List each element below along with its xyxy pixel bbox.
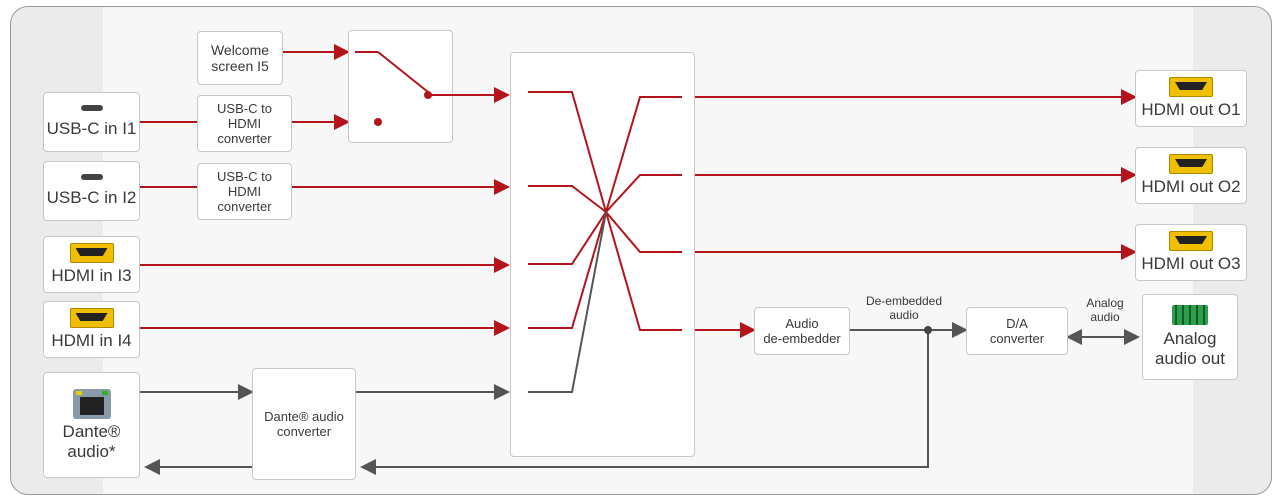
usbc-port-icon [80,105,103,111]
hdmi-in-4: HDMI in I4 [43,301,140,358]
hdmi-out-2-label: HDMI out O2 [1141,177,1241,196]
hdmi-port-icon [1169,154,1213,174]
analog-audio-label: Analog audio [1086,296,1124,324]
usbc-port-icon [80,174,103,180]
wire-return-conv [360,330,929,475]
hdmi-out-1-label: HDMI out O1 [1141,100,1241,119]
audio-split-node [924,326,932,334]
crosspoint-matrix [510,52,695,457]
hdmi-in-4-label: HDMI in I4 [51,331,132,350]
hdmi-port-icon [69,308,114,328]
audio-deembedder-block: Audio de-embedder [754,307,850,355]
usbc-in-2-label: USB-C in I2 [46,188,137,207]
welcome-screen-label: Welcome screen I5 [210,42,270,74]
usbc-converter-1: USB-C to HDMI converter [197,95,292,152]
analog-audio-out: Analog audio out [1142,294,1238,380]
ethernet-port-icon [72,388,111,419]
hdmi-port-icon [69,243,114,263]
dante-converter-block: Dante® audio converter [252,368,356,480]
hdmi-out-2: HDMI out O2 [1135,147,1247,204]
dante-converter-label: Dante® audio converter [264,409,344,439]
da-converter-block: D/A converter [966,307,1068,355]
hdmi-port-icon [1169,77,1213,97]
usbc-in-2: USB-C in I2 [43,161,140,221]
hdmi-port-icon [1169,231,1213,251]
dante-audio-in: Dante® audio* [43,372,140,478]
hdmi-in-3: HDMI in I3 [43,236,140,293]
input-switch-block [348,30,453,143]
usbc-converter-2-label: USB-C to HDMI converter [217,169,272,214]
usbc-in-1: USB-C in I1 [43,92,140,152]
hdmi-out-1: HDMI out O1 [1135,70,1247,127]
hdmi-out-3: HDMI out O3 [1135,224,1247,281]
dante-audio-label: Dante® audio* [62,421,121,461]
usbc-converter-2: USB-C to HDMI converter [197,163,292,220]
audio-deembedder-label: Audio de-embedder [763,316,841,346]
da-converter-label: D/A converter [989,316,1045,346]
analog-audio-out-label: Analog audio out [1155,329,1225,368]
hdmi-out-3-label: HDMI out O3 [1141,254,1241,273]
usbc-in-1-label: USB-C in I1 [46,119,137,138]
terminal-block-icon [1172,305,1208,325]
deembedded-audio-label: De-embedded audio [865,294,943,322]
hdmi-in-3-label: HDMI in I3 [51,266,132,285]
usbc-converter-1-label: USB-C to HDMI converter [217,101,272,146]
welcome-screen-block: Welcome screen I5 [197,31,283,85]
